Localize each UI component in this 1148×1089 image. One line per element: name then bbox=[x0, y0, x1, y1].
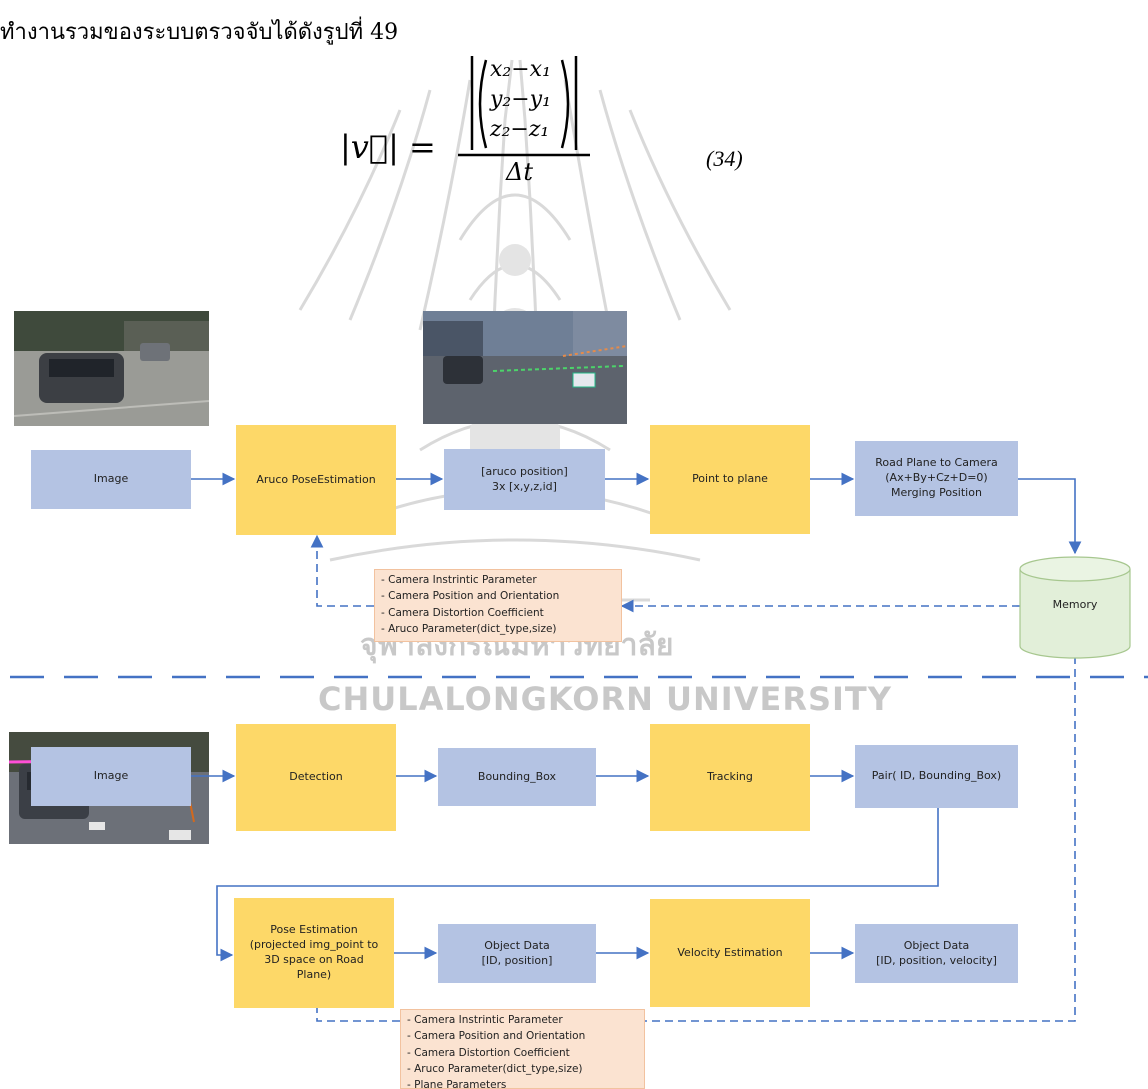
velocity-equation: |v⃗| = x₂−x₁ y₂−y₁ z₂−z₁ Δt bbox=[340, 54, 640, 194]
bottom-parameters-note: - Camera Instrintic Parameter - Camera P… bbox=[400, 1009, 645, 1089]
mid-image-box: Image bbox=[31, 747, 191, 806]
parking-lot-photo bbox=[14, 311, 209, 426]
param-item: - Camera Distortion Coefficient bbox=[407, 1046, 570, 1059]
equation-row-z: z₂−z₁ bbox=[490, 117, 550, 142]
top-parameters-note: - Camera Instrintic Parameter - Camera P… bbox=[374, 569, 622, 642]
pair-box: Pair( ID, Bounding_Box) bbox=[855, 745, 1018, 808]
pose-estimation-box: Pose Estimation (projected img_point to … bbox=[234, 898, 394, 1008]
equation-brackets bbox=[458, 56, 590, 157]
road-plane-box: Road Plane to Camera (Ax+By+Cz+D=0) Merg… bbox=[855, 441, 1018, 516]
tracking-box: Tracking bbox=[650, 724, 810, 831]
param-item: - Aruco Parameter(dict_type,size) bbox=[381, 622, 557, 635]
param-item: - Aruco Parameter(dict_type,size) bbox=[407, 1062, 583, 1075]
aruco-position-box: [aruco position] 3x [x,y,z,id] bbox=[444, 449, 605, 510]
memory-label: Memory bbox=[1052, 598, 1098, 611]
equation-row-x: x₂−x₁ bbox=[490, 57, 551, 82]
equation-lhs: |v⃗| = bbox=[340, 128, 436, 166]
equation-denominator: Δt bbox=[506, 158, 533, 186]
equation-number: (34) bbox=[706, 146, 743, 171]
param-item: - Camera Instrintic Parameter bbox=[381, 574, 537, 586]
thai-caption: ทำงานรวมของระบบตรวจจับได้ดังรูปที่ 49 bbox=[0, 20, 399, 45]
param-item: - Plane Parameters bbox=[407, 1079, 507, 1089]
param-item: - Camera Instrintic Parameter bbox=[407, 1014, 563, 1026]
equation-row-y: y₂−y₁ bbox=[490, 87, 551, 112]
aruco-markers-photo-art bbox=[423, 311, 627, 424]
object-data-position-box: Object Data [ID, position] bbox=[438, 924, 596, 983]
parking-lot-photo-art bbox=[14, 311, 209, 426]
top-image-box: Image bbox=[31, 450, 191, 509]
param-item: - Camera Distortion Coefficient bbox=[381, 606, 544, 619]
param-item: - Camera Position and Orientation bbox=[381, 590, 560, 603]
memory-cylinder bbox=[1019, 556, 1131, 659]
watermark-english: Chulalongkorn University bbox=[318, 680, 892, 718]
param-item: - Camera Position and Orientation bbox=[407, 1030, 586, 1043]
detection-box: Detection bbox=[236, 724, 396, 831]
velocity-estimation-box: Velocity Estimation bbox=[650, 899, 810, 1007]
aruco-pose-estimation-box: Aruco PoseEstimation bbox=[236, 425, 396, 535]
aruco-markers-photo bbox=[423, 311, 627, 424]
object-data-velocity-box: Object Data [ID, position, velocity] bbox=[855, 924, 1018, 983]
point-to-plane-box: Point to plane bbox=[650, 425, 810, 534]
bounding-box-box: Bounding_Box bbox=[438, 748, 596, 806]
